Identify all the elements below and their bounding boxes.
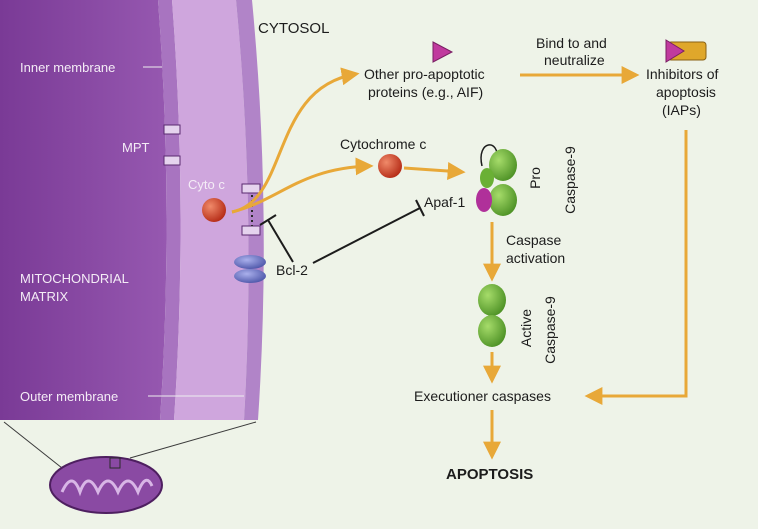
outer-membrane-label: Outer membrane	[20, 388, 118, 405]
matrix-label-line1: MITOCHONDRIAL	[20, 270, 129, 287]
other-proteins-label-line2: proteins (e.g., AIF)	[368, 84, 483, 101]
caspase-activation-label-line2: activation	[506, 250, 565, 267]
inner-membrane-label: Inner membrane	[20, 59, 115, 76]
cytochrome-c-molecule	[202, 198, 226, 222]
cytochrome-c-free	[378, 154, 402, 178]
bind-label-line2: neutralize	[544, 52, 605, 69]
active-caspase9-label-line1: Active	[518, 298, 534, 358]
matrix-label-line2: MATRIX	[20, 288, 68, 305]
bind-label-line1: Bind to and	[536, 35, 607, 52]
active-caspase9-subunit	[478, 315, 506, 347]
active-caspase9-subunit	[478, 284, 506, 316]
bcl2-label: Bcl-2	[276, 262, 308, 279]
mpt-pore	[164, 156, 180, 165]
apoptosis-label: APOPTOSIS	[446, 466, 533, 483]
pro-caspase9-subunit	[489, 184, 517, 216]
outer-membrane-pore	[242, 184, 260, 193]
bcl2-protein	[234, 269, 266, 283]
other-proteins-label-line1: Other pro-apoptotic	[364, 66, 485, 83]
iap-label-line2: apoptosis	[656, 84, 716, 101]
cyto-c-label: Cyto c	[188, 176, 225, 193]
iap-label-line1: Inhibitors of	[646, 66, 718, 83]
iap-label-line3: (IAPs)	[662, 102, 701, 119]
bcl2-protein	[234, 255, 266, 269]
apaf1-protein	[480, 168, 494, 188]
mpt-pore	[164, 125, 180, 134]
mpt-label: MPT	[122, 139, 149, 156]
cytochrome-c-label: Cytochrome c	[340, 136, 426, 153]
apaf1-label: Apaf-1	[424, 194, 465, 211]
pro-caspase9-label-line1: Pro	[527, 158, 543, 198]
pro-caspase9-label-line2: Caspase-9	[562, 140, 578, 220]
outer-membrane-pore	[242, 226, 260, 235]
caspase-activation-label-line1: Caspase	[506, 232, 561, 249]
active-caspase9-label-line2: Caspase-9	[542, 290, 558, 370]
apaf1-protein	[476, 188, 492, 212]
executioner-caspases-label: Executioner caspases	[414, 388, 551, 405]
cytosol-label: CYTOSOL	[258, 20, 329, 37]
